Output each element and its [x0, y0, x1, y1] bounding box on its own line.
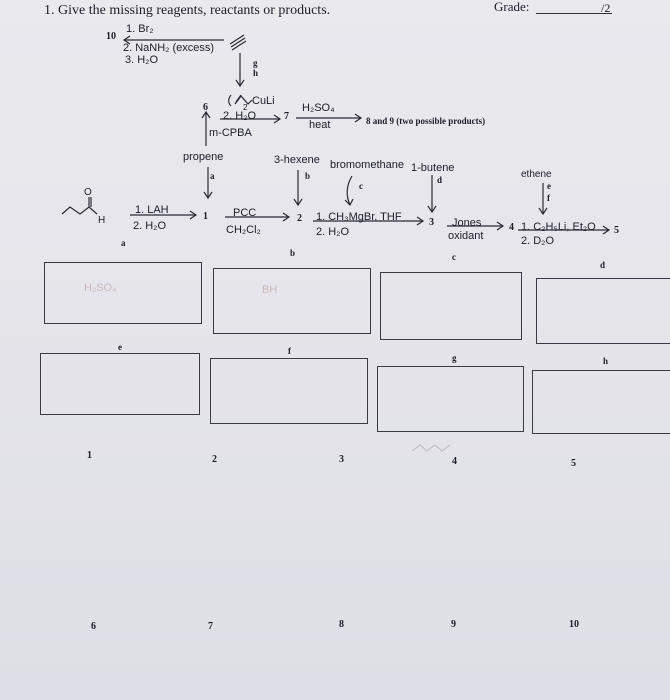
reagent-mcpba: m-CPBA: [209, 127, 252, 139]
question-text: 1. Give the missing reagents, reactants …: [44, 3, 331, 18]
step2-pcc: PCC: [233, 207, 257, 219]
step1-lah: 1. LAH: [135, 204, 169, 216]
step3-grignard: 1. CH₃MgBr, THF: [316, 211, 402, 223]
letter-d-top: d: [437, 175, 443, 185]
letter-c-top: c: [359, 181, 363, 191]
arrow-c: [346, 175, 353, 206]
aldehyde-skeleton: [61, 206, 98, 215]
aldehyde-oxygen: O: [84, 187, 92, 198]
letter-e-top: e: [547, 181, 551, 191]
cuprate-subscript: 2: [243, 103, 248, 112]
answer-number-7: 7: [208, 621, 213, 632]
alkyne-triple-bond: [229, 34, 245, 45]
label-bromomethane: bromomethane: [330, 159, 404, 171]
reagent-h2o-6: 2. H₂O: [223, 110, 256, 122]
step4-jones: Jones: [452, 217, 482, 229]
aldehyde-hydrogen: H: [98, 215, 106, 226]
pencil-squiggle: [411, 444, 451, 452]
product-number-10: 10: [106, 31, 116, 42]
answer-number-9: 9: [451, 619, 456, 630]
product-number-3: 3: [429, 217, 434, 228]
cuprate-vinyl: [228, 94, 232, 107]
answer-number-10: 10: [569, 619, 579, 630]
answer-number-6: 6: [91, 621, 96, 632]
grade-total: /2: [601, 1, 611, 15]
answer-box-f[interactable]: [210, 358, 368, 424]
answer-number-8: 8: [339, 619, 344, 630]
answer-number-3: 3: [339, 454, 344, 465]
answer-box-d[interactable]: [536, 278, 670, 344]
label-3-hexene: 3-hexene: [274, 154, 320, 166]
grade-blank-line: [536, 13, 612, 14]
answer-box-g[interactable]: [377, 366, 524, 432]
product-number-2: 2: [297, 213, 302, 224]
step3-h2o: 2. H₂O: [316, 226, 349, 238]
product-number-5: 5: [614, 225, 619, 236]
label-ethene: ethene: [521, 169, 552, 180]
step5-d2o: 2. D₂O: [521, 235, 554, 247]
label-propene: propene: [183, 151, 224, 163]
answer-box-h[interactable]: [532, 370, 670, 434]
reagent-h2o: 3. H₂O: [125, 54, 158, 66]
step2-ch2cl2: CH₂Cl₂: [226, 224, 261, 236]
product-number-4: 4: [509, 222, 514, 233]
product-number-6: 6: [203, 102, 208, 113]
step5-ethyllithium: 1. C₂H₅Li, Et₂O: [521, 221, 596, 233]
box-label-h: h: [603, 356, 609, 366]
letter-h: h: [253, 68, 259, 78]
box-label-g: g: [452, 353, 457, 363]
answer-number-5: 5: [571, 458, 576, 469]
grade-label: Grade:: [494, 0, 530, 14]
answer-number-2: 2: [212, 454, 217, 465]
answer-box-b[interactable]: [213, 268, 371, 334]
condition-heat: heat: [309, 119, 331, 131]
answer-number-1: 1: [87, 450, 92, 461]
reagent-br2: 1. Br₂: [126, 23, 154, 35]
letter-d-under: d: [600, 260, 606, 270]
step4-oxidant: oxidant: [448, 230, 484, 242]
letter-c-under: c: [452, 252, 456, 262]
pencil-note-a: H₂SO₄: [84, 282, 117, 294]
letter-b-top: b: [305, 171, 311, 181]
letter-a-top: a: [210, 171, 215, 181]
answer-box-e[interactable]: [40, 353, 200, 415]
letter-g: g: [253, 58, 258, 68]
step1-h2o: 2. H₂O: [133, 220, 166, 232]
letter-a-under-aldehyde: a: [121, 238, 126, 248]
label-1-butene: 1-butene: [411, 162, 455, 174]
box-label-e: e: [118, 342, 122, 352]
answer-box-a[interactable]: [44, 262, 202, 324]
products-8-9: 8 and 9 (two possible products): [366, 116, 486, 126]
letter-f-top: f: [547, 193, 550, 203]
letter-b-under: b: [290, 248, 296, 258]
product-number-7: 7: [284, 111, 289, 122]
pencil-note-b: BH: [262, 284, 278, 296]
reagent-nanh2: 2. NaNH₂ (excess): [123, 42, 215, 54]
answer-number-4: 4: [452, 456, 457, 467]
answer-box-c[interactable]: [380, 272, 522, 340]
reagent-h2so4: H₂SO₄: [302, 102, 335, 114]
cuprate-label: CuLi: [252, 95, 275, 107]
box-label-f: f: [288, 346, 291, 356]
product-number-1: 1: [203, 211, 208, 222]
